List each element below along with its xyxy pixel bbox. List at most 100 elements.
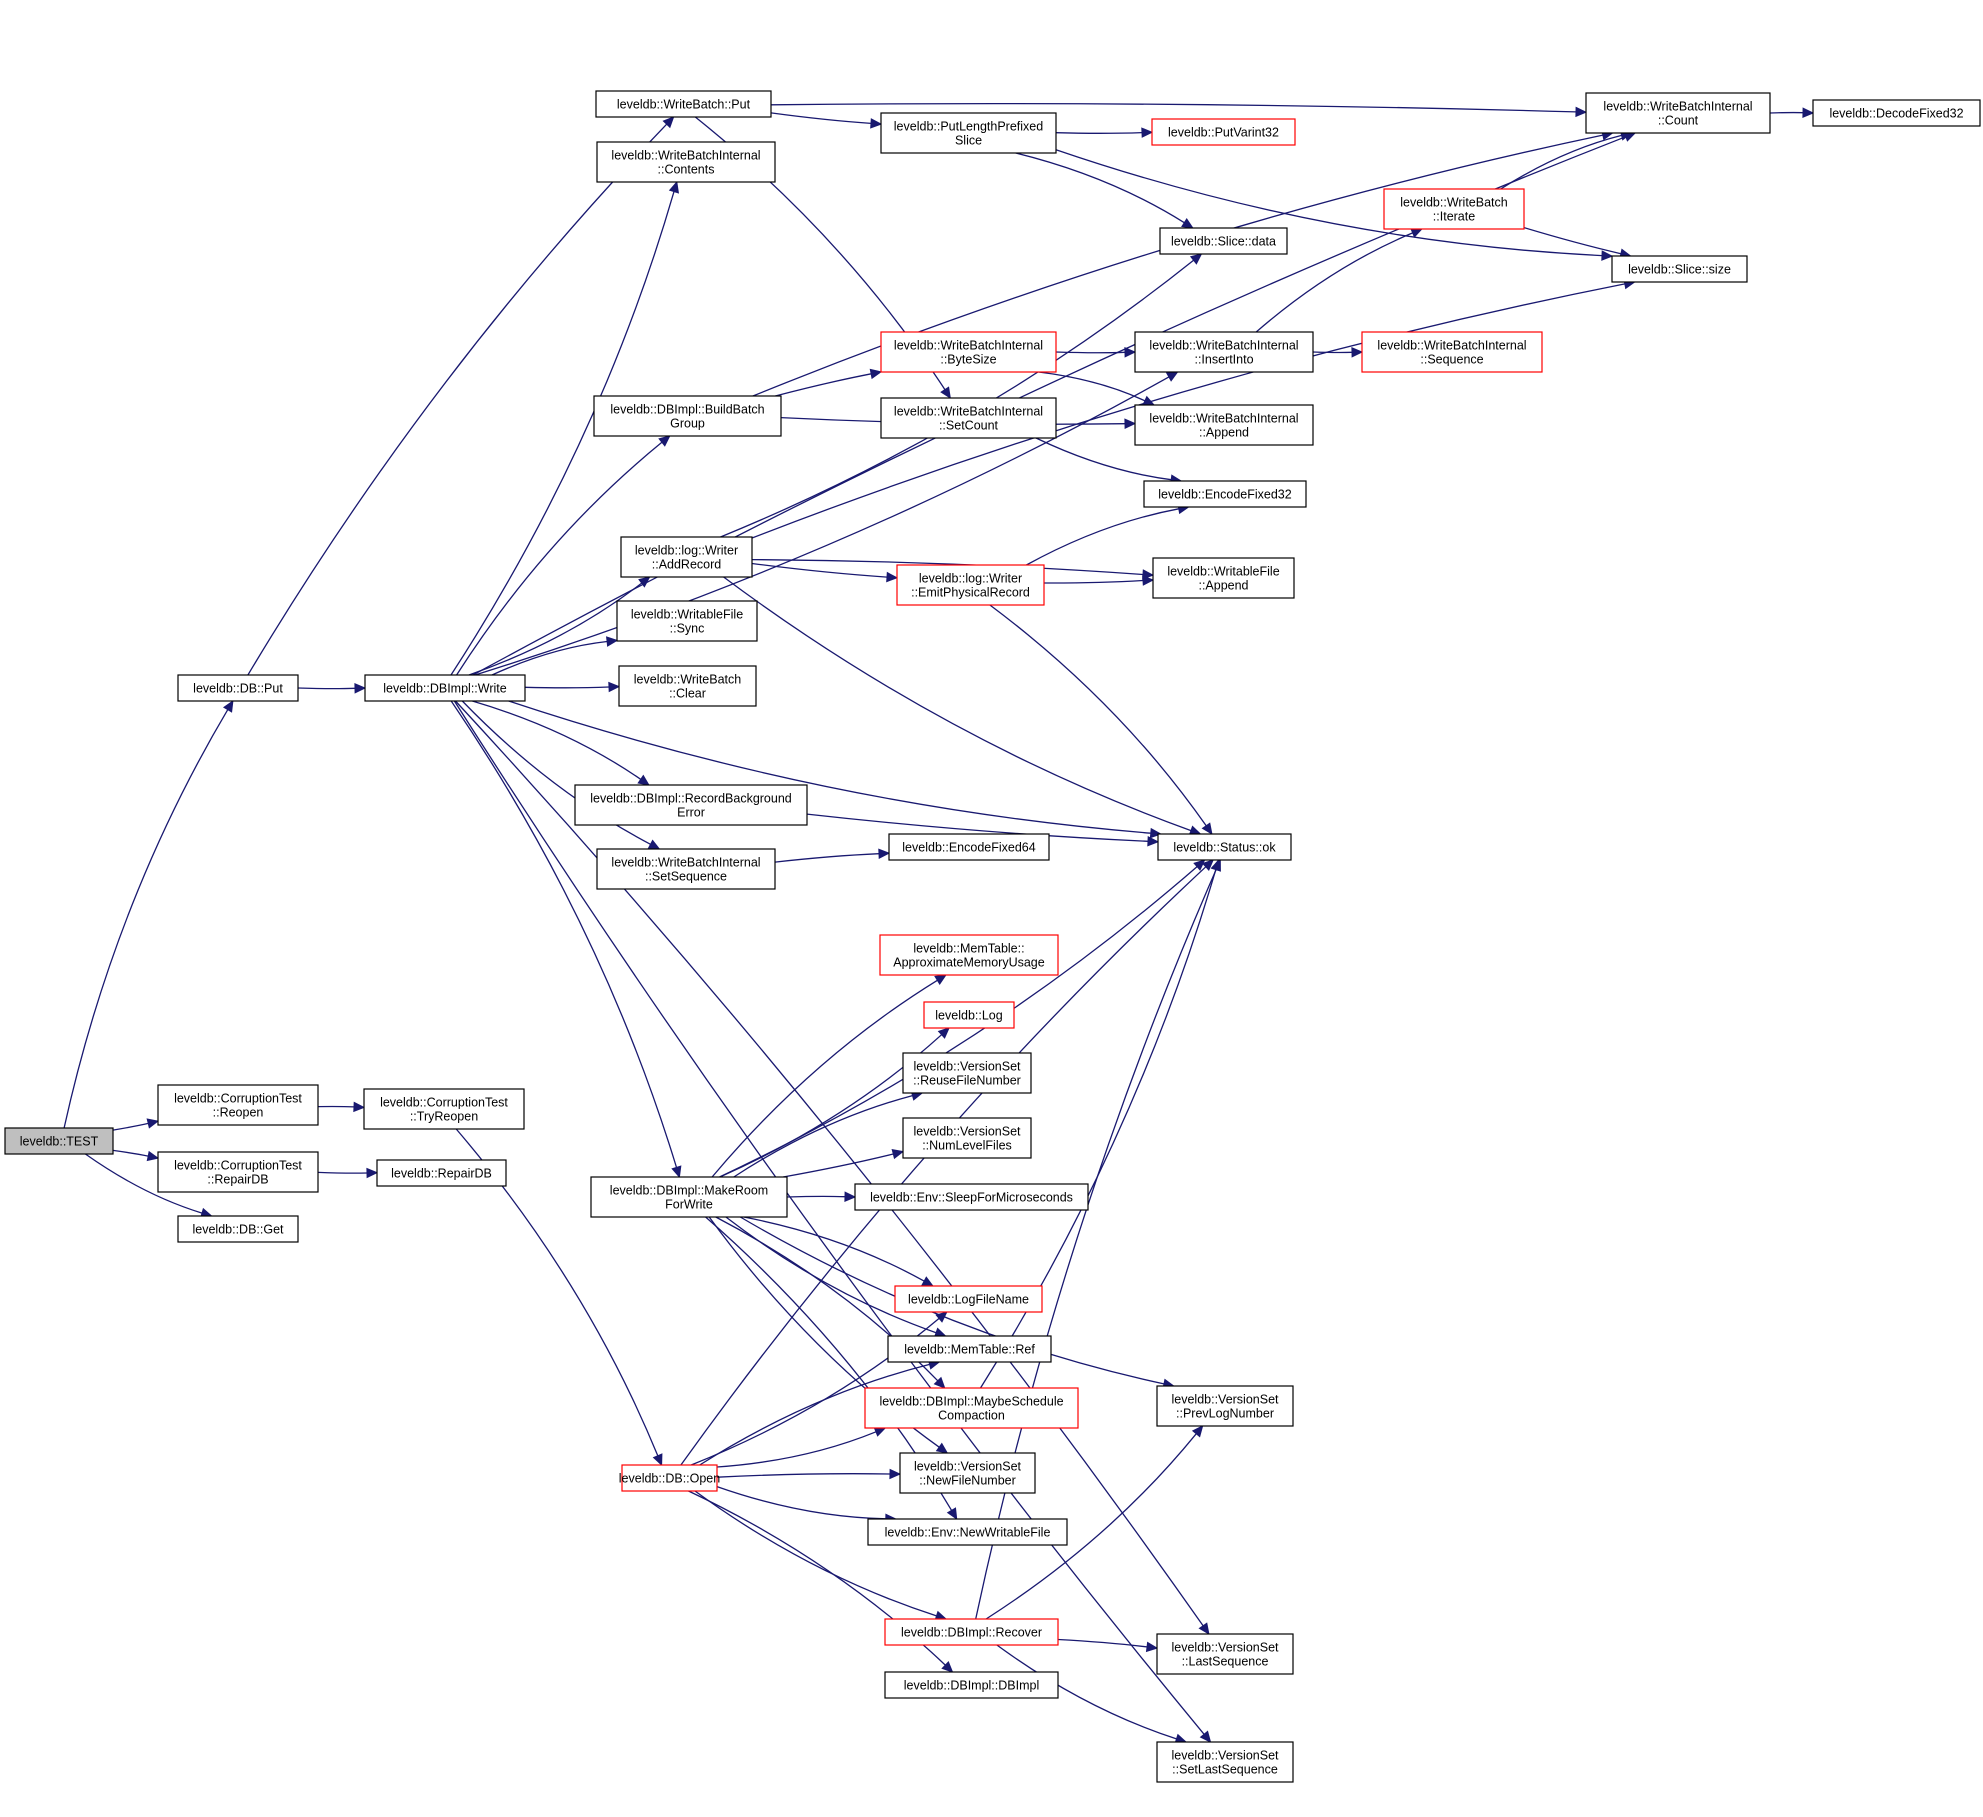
node-slice-size[interactable]: leveldb::Slice::size	[1611, 255, 1748, 283]
node-wbi-count[interactable]: leveldb::WriteBatchInternal::Count	[1585, 92, 1771, 134]
node-db-get[interactable]: leveldb::DB::Get	[177, 1215, 299, 1243]
node-vs-newfile[interactable]: leveldb::VersionSet::NewFileNumber	[899, 1452, 1036, 1494]
node-box[interactable]	[1143, 480, 1307, 508]
node-emit-physical[interactable]: leveldb::log::Writer::EmitPhysicalRecord	[896, 564, 1045, 606]
node-repairdb[interactable]: leveldb::RepairDB	[376, 1159, 507, 1187]
node-box[interactable]	[923, 1001, 1015, 1029]
node-box[interactable]	[894, 1285, 1043, 1313]
node-box[interactable]	[867, 1518, 1068, 1546]
node-wbi-insertinto[interactable]: leveldb::WriteBatchInternal::InsertInto	[1134, 331, 1314, 373]
node-vs-prevlog[interactable]: leveldb::VersionSet::PrevLogNumber	[1156, 1385, 1294, 1427]
node-wbi-bytesize[interactable]: leveldb::WriteBatchInternal::ByteSize	[880, 331, 1057, 373]
node-box[interactable]	[884, 1671, 1059, 1699]
node-wbi-setcount[interactable]: leveldb::WriteBatchInternal::SetCount	[880, 397, 1057, 439]
node-ct-tryreopen[interactable]: leveldb::CorruptionTest::TryReopen	[363, 1088, 525, 1130]
node-decode-fixed32[interactable]: leveldb::DecodeFixed32	[1812, 99, 1981, 127]
node-box[interactable]	[864, 1387, 1079, 1429]
node-box[interactable]	[1156, 1633, 1294, 1675]
node-wbi-append[interactable]: leveldb::WriteBatchInternal::Append	[1134, 404, 1314, 446]
node-box[interactable]	[363, 1088, 525, 1130]
node-box[interactable]	[879, 934, 1059, 976]
node-ct-reopen[interactable]: leveldb::CorruptionTest::Reopen	[157, 1084, 319, 1126]
node-env-newwritable[interactable]: leveldb::Env::NewWritableFile	[867, 1518, 1068, 1546]
node-db-put[interactable]: leveldb::DB::Put	[177, 674, 299, 702]
node-mt-approx[interactable]: leveldb::MemTable::ApproximateMemoryUsag…	[879, 934, 1059, 976]
node-box[interactable]	[1152, 557, 1295, 599]
node-box[interactable]	[595, 90, 772, 118]
node-box[interactable]	[1157, 833, 1292, 861]
node-status-ok[interactable]: leveldb::Status::ok	[1157, 833, 1292, 861]
node-box[interactable]	[899, 1452, 1036, 1494]
node-box[interactable]	[364, 674, 526, 702]
node-wbi-contents[interactable]: leveldb::WriteBatchInternal::Contents	[596, 141, 776, 183]
node-slice-data[interactable]: leveldb::Slice::data	[1159, 227, 1288, 255]
node-wb-clear[interactable]: leveldb::WriteBatch::Clear	[618, 665, 757, 707]
node-box[interactable]	[1361, 331, 1543, 373]
node-encode-fixed64[interactable]: leveldb::EncodeFixed64	[888, 833, 1050, 861]
node-box[interactable]	[888, 833, 1050, 861]
node-vs-reuse[interactable]: leveldb::VersionSet::ReuseFileNumber	[902, 1052, 1032, 1094]
node-box[interactable]	[1156, 1741, 1294, 1783]
node-box[interactable]	[854, 1183, 1089, 1211]
node-ct-repairdb[interactable]: leveldb::CorruptionTest::RepairDB	[157, 1151, 319, 1193]
node-box[interactable]	[596, 848, 776, 890]
node-box[interactable]	[596, 141, 776, 183]
node-wbi-sequence[interactable]: leveldb::WriteBatchInternal::Sequence	[1361, 331, 1543, 373]
node-box[interactable]	[1812, 99, 1981, 127]
node-box[interactable]	[1383, 188, 1525, 230]
node-dbimpl-ctor[interactable]: leveldb::DBImpl::DBImpl	[884, 1671, 1059, 1699]
node-box[interactable]	[590, 1176, 788, 1218]
node-log[interactable]: leveldb::Log	[923, 1001, 1015, 1029]
node-wb-iterate[interactable]: leveldb::WriteBatch::Iterate	[1383, 188, 1525, 230]
node-box[interactable]	[593, 395, 782, 437]
node-box[interactable]	[620, 536, 753, 578]
node-box[interactable]	[1159, 227, 1288, 255]
node-db-open[interactable]: leveldb::DB::Open	[619, 1464, 720, 1492]
node-box[interactable]	[884, 1618, 1059, 1646]
node-encode-fixed32[interactable]: leveldb::EncodeFixed32	[1143, 480, 1307, 508]
node-box[interactable]	[1156, 1385, 1294, 1427]
node-dbimpl-write[interactable]: leveldb::DBImpl::Write	[364, 674, 526, 702]
node-box[interactable]	[880, 331, 1057, 373]
node-wb-put[interactable]: leveldb::WriteBatch::Put	[595, 90, 772, 118]
node-add-record[interactable]: leveldb::log::Writer::AddRecord	[620, 536, 753, 578]
node-box[interactable]	[157, 1084, 319, 1126]
node-mt-ref[interactable]: leveldb::MemTable::Ref	[887, 1335, 1052, 1363]
node-put-varint32[interactable]: leveldb::PutVarint32	[1151, 118, 1296, 146]
node-box[interactable]	[616, 600, 758, 642]
node-box[interactable]	[902, 1052, 1032, 1094]
node-box[interactable]	[902, 1117, 1032, 1159]
node-box[interactable]	[618, 665, 757, 707]
node-test[interactable]: leveldb::TEST	[4, 1127, 114, 1155]
node-box[interactable]	[896, 564, 1045, 606]
node-box[interactable]	[177, 1215, 299, 1243]
node-box[interactable]	[177, 674, 299, 702]
node-box[interactable]	[1134, 404, 1314, 446]
node-box[interactable]	[1151, 118, 1296, 146]
node-vs-setlastseq[interactable]: leveldb::VersionSet::SetLastSequence	[1156, 1741, 1294, 1783]
node-box[interactable]	[574, 784, 808, 826]
node-wf-sync[interactable]: leveldb::WritableFile::Sync	[616, 600, 758, 642]
node-box[interactable]	[621, 1464, 718, 1492]
node-wf-append[interactable]: leveldb::WritableFile::Append	[1152, 557, 1295, 599]
node-env-sleep[interactable]: leveldb::Env::SleepForMicroseconds	[854, 1183, 1089, 1211]
node-vs-lastseq[interactable]: leveldb::VersionSet::LastSequence	[1156, 1633, 1294, 1675]
node-vs-numlevel[interactable]: leveldb::VersionSet::NumLevelFiles	[902, 1117, 1032, 1159]
node-box[interactable]	[376, 1159, 507, 1187]
node-box[interactable]	[1611, 255, 1748, 283]
node-wbi-setsequence[interactable]: leveldb::WriteBatchInternal::SetSequence	[596, 848, 776, 890]
node-box[interactable]	[880, 112, 1057, 154]
node-box[interactable]	[887, 1335, 1052, 1363]
node-log-filename[interactable]: leveldb::LogFileName	[894, 1285, 1043, 1313]
node-box[interactable]	[880, 397, 1057, 439]
node-box[interactable]	[1134, 331, 1314, 373]
node-box[interactable]	[157, 1151, 319, 1193]
node-box[interactable]	[4, 1127, 114, 1155]
node-box[interactable]	[1585, 92, 1771, 134]
node-recover[interactable]: leveldb::DBImpl::Recover	[884, 1618, 1059, 1646]
